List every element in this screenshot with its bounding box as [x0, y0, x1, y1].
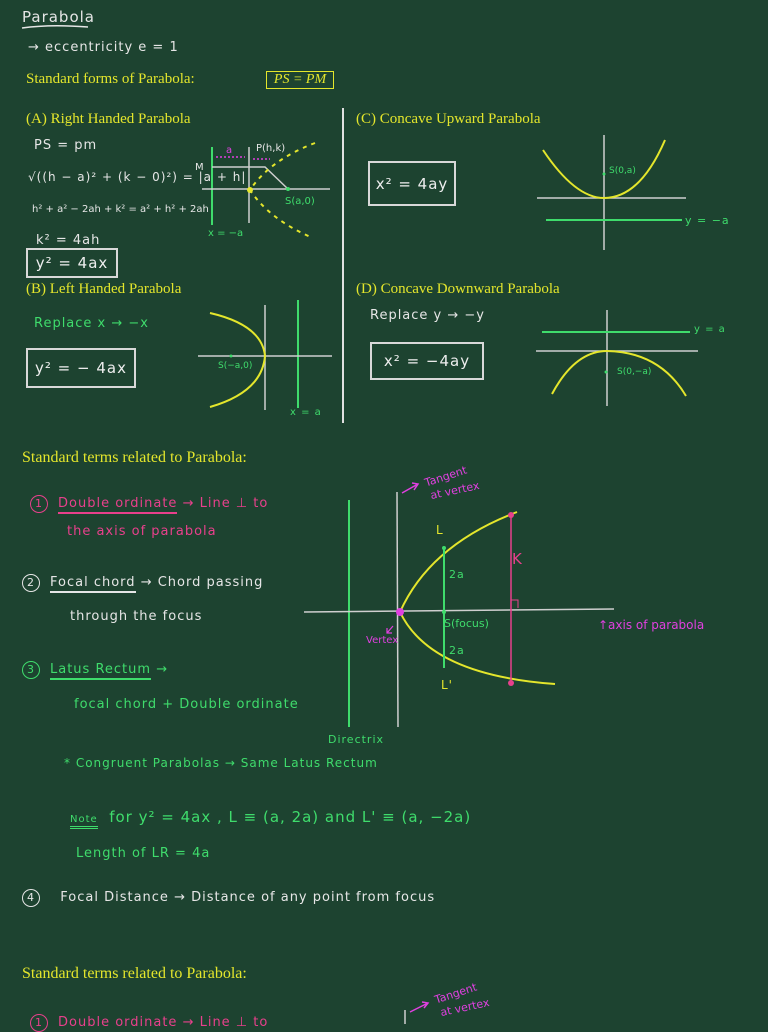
terms-heading: Standard terms related to Parabola: — [22, 449, 247, 466]
terms-heading-repeat: Standard terms related to Parabola: — [22, 965, 247, 982]
diagram-right-handed — [202, 142, 330, 239]
label-focus-b: S(−a,0) — [218, 361, 253, 371]
label-vertex: Vertex — [366, 635, 399, 646]
label-directrix-c: y = −a — [685, 214, 730, 227]
step-1: PS = pm — [34, 138, 98, 153]
number-2: 2 — [22, 574, 40, 592]
heading-concave-up: (C) Concave Upward Parabola — [356, 111, 541, 127]
replace-note-d: Replace y → −y — [370, 308, 485, 323]
step-2: √((h − a)² + (k − 0)²) = |a + h| — [28, 170, 247, 184]
result-box-b: y² = − 4ax — [26, 348, 136, 388]
diagram-left-handed — [198, 300, 332, 410]
result-box-c: x² = 4ay — [368, 161, 456, 206]
heading-concave-down: (D) Concave Downward Parabola — [356, 281, 560, 297]
label-directrix-b: x = a — [290, 407, 322, 418]
term-desc-line2: the axis of parabola — [67, 524, 217, 539]
diagram-concave-up — [537, 135, 686, 250]
term-latus-rectum: 3 Latus Rectum → — [22, 661, 169, 680]
note-line: Note for y² = 4ax , L ≡ (a, 2a) and L' ≡… — [70, 808, 472, 829]
label-directrix-a: x = −a — [208, 228, 244, 239]
label-m: M — [195, 162, 205, 173]
lr-length: Length of LR = 4a — [76, 846, 211, 861]
label-2a-top: 2a — [449, 568, 465, 581]
eccentricity-note: → eccentricity e = 1 — [28, 40, 179, 55]
term-desc: → Line ⊥ to — [182, 496, 269, 511]
label-k: K — [512, 550, 523, 568]
label-focus-c: S(0,a) — [609, 166, 636, 176]
term-focal-chord: 2 Focal chord → Chord passing — [22, 574, 264, 593]
term-text: Double ordinate → Line ⊥ to — [58, 1015, 269, 1030]
label-l-prime: L' — [441, 678, 453, 692]
heading-right-handed: (A) Right Handed Parabola — [26, 111, 191, 127]
term-double-ordinate: 1 Double ordinate → Line ⊥ to — [30, 495, 269, 514]
number-1: 1 — [30, 1014, 48, 1032]
term-label: Double ordinate — [58, 496, 178, 514]
label-focus-a: S(a,0) — [285, 196, 315, 207]
label-a: a — [226, 145, 234, 156]
term-desc-line2: through the focus — [70, 609, 203, 624]
definition-box: PS = PM — [266, 71, 334, 89]
term-desc-line2: focal chord + Double ordinate — [74, 697, 299, 712]
label-2a-bottom: 2a — [449, 644, 465, 657]
term-desc: → — [156, 662, 169, 677]
term-desc: → Chord passing — [140, 575, 264, 590]
standard-forms-heading: Standard forms of Parabola: — [26, 71, 195, 87]
step-3: h² + a² − 2ah + k² = a² + h² + 2ah — [32, 204, 209, 215]
congruent-note: * Congruent Parabolas → Same Latus Rectu… — [64, 756, 378, 770]
term-label: Focal chord — [50, 575, 136, 593]
note-label: Note — [70, 814, 98, 829]
label-focus-d: S(0,−a) — [617, 367, 652, 377]
replace-note-b: Replace x → −x — [34, 316, 149, 331]
label-directrix-d: y = a — [694, 324, 726, 335]
label-axis: ↑axis of parabola — [598, 618, 705, 632]
term-label: Latus Rectum — [50, 662, 152, 680]
label-directrix: Directrix — [328, 733, 385, 746]
diagram-latus-rectum — [303, 482, 615, 728]
heading-left-handed: (B) Left Handed Parabola — [26, 281, 182, 297]
step-4: k² = 4ah — [36, 233, 101, 248]
result-box-d: x² = −4ay — [370, 342, 484, 380]
label-focus: S(focus) — [444, 617, 489, 630]
note-text: for y² = 4ax , L ≡ (a, 2a) and L' ≡ (a, … — [109, 808, 472, 826]
diagram-concave-down — [536, 310, 698, 406]
label-p: P(h,k) — [256, 143, 286, 154]
term-desc: Focal Distance → Distance of any point f… — [60, 890, 436, 905]
number-4: 4 — [22, 889, 40, 907]
number-3: 3 — [22, 661, 40, 679]
number-1: 1 — [30, 495, 48, 513]
label-l: L — [436, 523, 444, 537]
page-title: Parabola — [22, 8, 95, 26]
result-box-a: y² = 4ax — [26, 248, 118, 278]
term-double-ordinate-repeat: 1 Double ordinate → Line ⊥ to — [30, 1014, 268, 1032]
term-focal-distance: 4 Focal Distance → Distance of any point… — [22, 889, 435, 907]
